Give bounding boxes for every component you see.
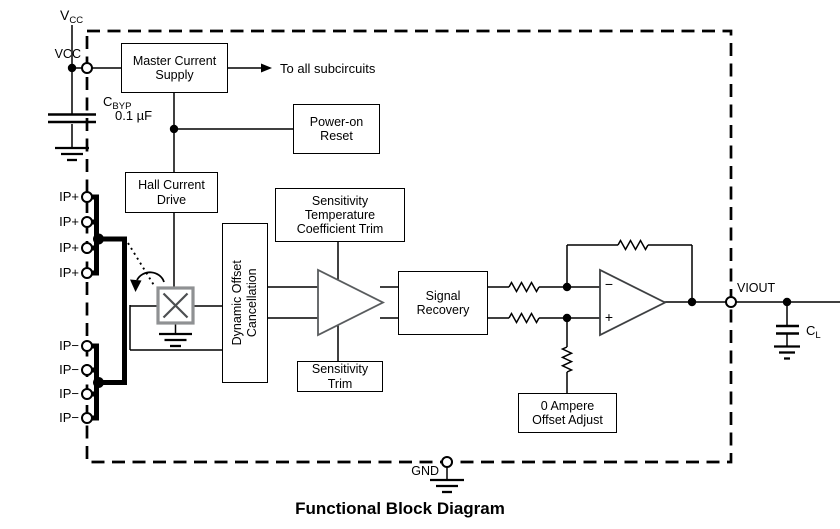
block-zero-ampere-offset-adjust: 0 Ampere Offset Adjust — [518, 393, 617, 433]
rotation-arrowhead-icon — [130, 279, 142, 292]
subcircuits-arrowhead-icon — [261, 63, 272, 73]
block-label: Coefficient Trim — [296, 222, 384, 237]
opamp-symbol — [599, 268, 668, 337]
amplifier-symbol — [317, 268, 386, 337]
diagram-caption: Functional Block Diagram — [295, 499, 505, 518]
hall-element — [156, 286, 195, 325]
block-label: Supply — [155, 68, 194, 82]
ip-minus-pin-circle — [81, 364, 93, 376]
block-hall-current-drive: Hall Current Drive — [125, 172, 218, 213]
ip-minus-pin-label: IP− — [59, 386, 79, 401]
cbyp-sub: BYP — [112, 101, 132, 112]
ip-minus-pin-label: IP− — [59, 338, 79, 353]
rotated-label: Dynamic Offset Cancellation — [230, 260, 260, 345]
load-capacitor — [776, 324, 799, 335]
vcc-pin-circle — [81, 62, 93, 74]
ip-minus-pin-circle — [81, 340, 93, 352]
ip-plus-pin-circle — [81, 216, 93, 228]
block-label: Sensitivity — [311, 193, 369, 208]
block-label: Offset Adjust — [532, 413, 603, 427]
ip-minus-pin-label: IP− — [59, 362, 79, 377]
block-label: Signal — [425, 288, 461, 303]
opamp-plus-sign: + — [604, 309, 614, 325]
viout-pin-circle — [725, 296, 737, 308]
resistor-feedback — [617, 238, 649, 252]
cbyp-ground-icon — [55, 146, 89, 162]
cl-ground-icon — [774, 345, 800, 360]
ground-symbols — [55, 146, 800, 494]
block-sensitivity-tc-trim: Sensitivity Temperature Coefficient Trim — [275, 188, 405, 242]
ip-plus-pin-label: IP+ — [59, 240, 79, 255]
conductor-loop — [98, 236, 127, 385]
ip-plus-pin-label: IP+ — [59, 189, 79, 204]
block-label: Power-on — [309, 114, 364, 129]
block-sensitivity-trim: Sensitivity Trim — [297, 361, 383, 392]
block-label: Reset — [320, 129, 353, 143]
block-label: Dynamic Offset — [230, 260, 245, 346]
rotation-annotation — [127, 242, 165, 292]
block-master-current-supply: Master Current Supply — [121, 43, 228, 93]
vcc-supply-sub: CC — [69, 15, 84, 26]
primary-conductor — [89, 194, 127, 421]
ip-plus-pin-circle — [81, 267, 93, 279]
block-dynamic-offset-cancellation: Dynamic Offset Cancellation — [222, 223, 268, 383]
vcc-pin-label: VCC — [54, 47, 81, 61]
gnd-pin-ground-icon — [430, 478, 464, 494]
ip-plus-pin-label: IP+ — [59, 265, 79, 280]
pin-circles — [81, 62, 737, 468]
block-label: Drive — [156, 192, 187, 207]
resistor-bottom-rail — [508, 311, 540, 325]
block-label: 0 Ampere — [540, 398, 595, 413]
cbyp-label: CBYP — [103, 94, 132, 112]
vcc-supply-label: VCC — [60, 7, 84, 26]
rotation-arc-icon — [136, 271, 165, 283]
resistor-top-rail — [508, 280, 540, 294]
ip-plus-pin-label: IP+ — [59, 214, 79, 229]
cl-label: CL — [806, 323, 821, 341]
block-label: Trim — [327, 376, 353, 391]
gnd-pin-label: GND — [411, 464, 439, 478]
opamp-minus-sign: − — [604, 276, 614, 292]
block-signal-recovery: Signal Recovery — [398, 271, 488, 335]
block-label: Cancellation — [245, 268, 259, 338]
hall-ground-icon — [159, 332, 192, 348]
cbyp-value: 0.1 µF — [115, 108, 153, 123]
viout-pin-label: VIOUT — [737, 281, 776, 295]
wires — [71, 25, 840, 480]
block-label: Recovery — [416, 303, 470, 317]
ip-minus-pin-circle — [81, 388, 93, 400]
block-label: Sensitivity — [311, 362, 369, 377]
cl-sub: L — [815, 330, 821, 341]
resistors — [508, 238, 649, 373]
ip-plus-pin-circle — [81, 191, 93, 203]
vcc-supply-base: V — [60, 7, 70, 23]
ip-minus-pin-label: IP− — [59, 410, 79, 425]
junction-dots — [67, 63, 792, 323]
ip-minus-pin-circle — [81, 412, 93, 424]
gnd-pin-circle — [441, 456, 453, 468]
block-label: Master Current — [132, 53, 217, 68]
block-power-on-reset: Power-on Reset — [293, 104, 380, 154]
cl-base: C — [806, 323, 816, 338]
block-label: Temperature — [304, 207, 376, 222]
cbyp-base: C — [103, 94, 113, 109]
bypass-capacitor — [48, 113, 96, 124]
ip-plus-pin-circle — [81, 242, 93, 254]
block-label: Hall Current — [138, 178, 205, 193]
to-all-subcircuits-label: To all subcircuits — [280, 61, 376, 76]
resistor-offset — [560, 346, 574, 373]
